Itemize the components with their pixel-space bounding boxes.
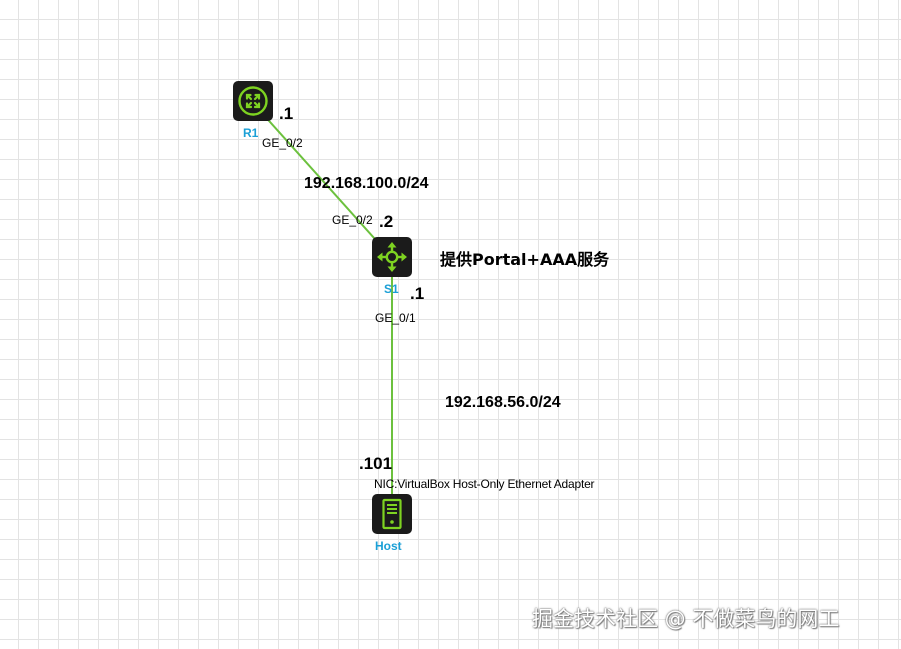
router-r1[interactable] bbox=[233, 81, 273, 121]
host-device[interactable] bbox=[372, 494, 412, 534]
s1-service-annotation: 提供Portal+AAA服务 bbox=[440, 250, 610, 269]
r1-interface-port: GE_0/2 bbox=[262, 136, 303, 150]
s1-uplink-ip: .2 bbox=[379, 212, 394, 231]
host-nic-label: NIC:VirtualBox Host-Only Ethernet Adapte… bbox=[374, 477, 595, 491]
network-label-s1-host: 192.168.56.0/24 bbox=[445, 394, 561, 411]
router-icon bbox=[238, 86, 268, 116]
link-r1-s1[interactable] bbox=[252, 102, 393, 259]
s1-uplink-port: GE_0/2 bbox=[332, 213, 373, 227]
device-label-s1: S1 bbox=[384, 282, 399, 296]
s1-downlink-ip: .1 bbox=[410, 284, 425, 303]
device-label-r1: R1 bbox=[243, 126, 259, 140]
host-ip: .101 bbox=[359, 454, 393, 473]
r1-interface-ip: .1 bbox=[279, 104, 294, 123]
device-label-host: Host bbox=[375, 539, 402, 553]
network-label-r1-s1: 192.168.100.0/24 bbox=[304, 175, 429, 192]
layer3-switch-icon bbox=[377, 242, 407, 272]
watermark: 掘金技术社区 @ 不做菜鸟的网工 bbox=[532, 607, 840, 631]
server-host-icon bbox=[382, 498, 402, 530]
s1-downlink-port: GE_0/1 bbox=[375, 311, 416, 325]
switch-s1[interactable] bbox=[372, 237, 412, 277]
